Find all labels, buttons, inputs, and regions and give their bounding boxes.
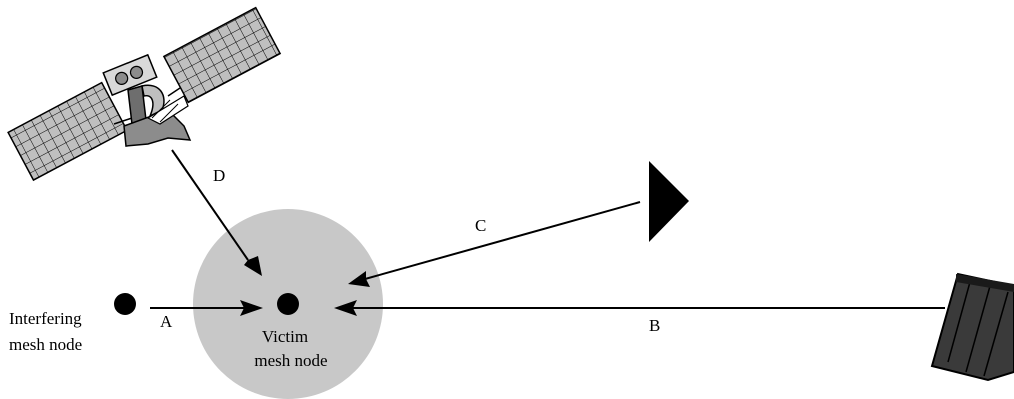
interferer-label-line2: mesh node <box>9 335 82 354</box>
path-d-line <box>171 149 249 261</box>
victim-label-line1: Victim <box>262 327 308 346</box>
path-d-arrowhead <box>244 256 262 276</box>
interferer-label-line1: Interfering <box>9 309 82 328</box>
interfering-mesh-node <box>114 293 136 315</box>
path-c-line <box>364 201 641 280</box>
path-c-arrowhead <box>348 271 370 287</box>
label-b: B <box>649 316 660 335</box>
label-a: A <box>160 312 173 331</box>
radar-triangle-icon <box>649 161 689 242</box>
satellite-icon <box>7 6 282 182</box>
radio-device-icon <box>930 272 1014 382</box>
label-c: C <box>475 216 486 235</box>
path-a-arrowhead <box>240 300 263 316</box>
victim-mesh-node <box>277 293 299 315</box>
label-d: D <box>213 166 225 185</box>
victim-label-line2: mesh node <box>254 351 327 370</box>
path-b-arrowhead <box>334 300 357 316</box>
